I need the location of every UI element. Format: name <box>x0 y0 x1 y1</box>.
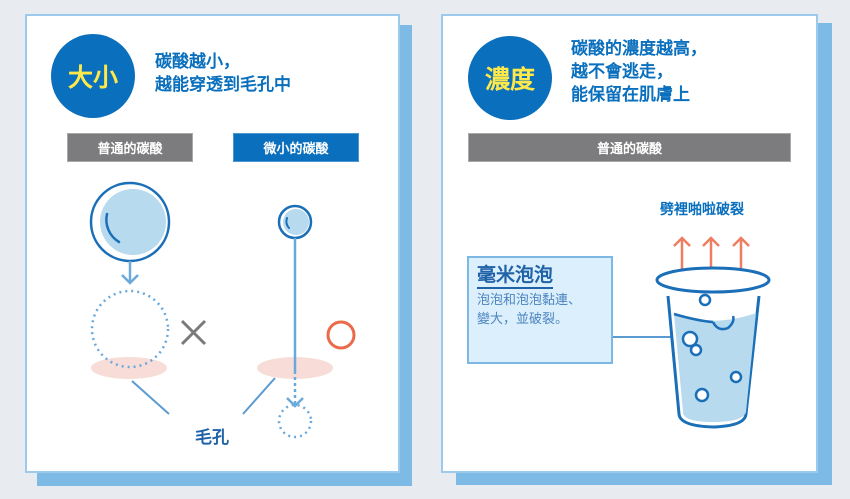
large-bubble-icon <box>89 181 171 263</box>
pore-label: 毛孔 <box>195 428 229 448</box>
normal-carbonic-label-right: 普通的碳酸 <box>468 133 791 162</box>
arrow-down-icon <box>121 274 139 285</box>
circle-check-icon <box>326 320 356 350</box>
right-panel: 濃度 碳酸的濃度越高， 越不會逃走， 能保留在肌膚上 普通的碳酸 劈裡啪啦破裂 <box>441 14 818 473</box>
millimeter-bubble-box: 毫米泡泡 泡泡和泡泡黏連、 變大，並破裂。 <box>467 256 613 364</box>
right-headline: 碳酸的濃度越高， 越不會逃走， 能保留在肌膚上 <box>571 39 707 105</box>
pop-label: 劈裡啪啦破裂 <box>660 202 744 218</box>
small-bubble-icon <box>277 204 313 240</box>
left-headline: 碳酸越小， 越能穿透到毛孔中 <box>155 52 291 95</box>
concentration-badge: 濃度 <box>468 36 552 120</box>
dotted-large-circle <box>90 289 170 369</box>
info-box-title: 毫米泡泡 <box>477 264 554 289</box>
dotted-small-circle <box>277 403 313 439</box>
size-diagram <box>89 181 356 439</box>
left-panel: 大小 碳酸越小， 越能穿透到毛孔中 普通的碳酸 微小的碳酸 <box>25 14 400 473</box>
normal-carbonic-label: 普通的碳酸 <box>67 133 193 162</box>
concentration-badge-text: 濃度 <box>484 65 535 94</box>
normal-carbonic-label-right-text: 普通的碳酸 <box>596 142 662 157</box>
arrow-down-small-icon <box>286 397 304 408</box>
cross-icon <box>180 319 207 346</box>
glass-diagram <box>613 236 771 429</box>
size-badge-text: 大小 <box>67 63 118 92</box>
size-badge: 大小 <box>51 34 135 118</box>
info-box-description: 泡泡和泡泡黏連、 變大，並破裂。 <box>477 293 582 327</box>
glass-icon <box>655 266 771 429</box>
micro-carbonic-label: 微小的碳酸 <box>233 133 359 162</box>
micro-carbonic-label-text: 微小的碳酸 <box>263 142 329 157</box>
normal-carbonic-label-text: 普通的碳酸 <box>97 142 163 157</box>
